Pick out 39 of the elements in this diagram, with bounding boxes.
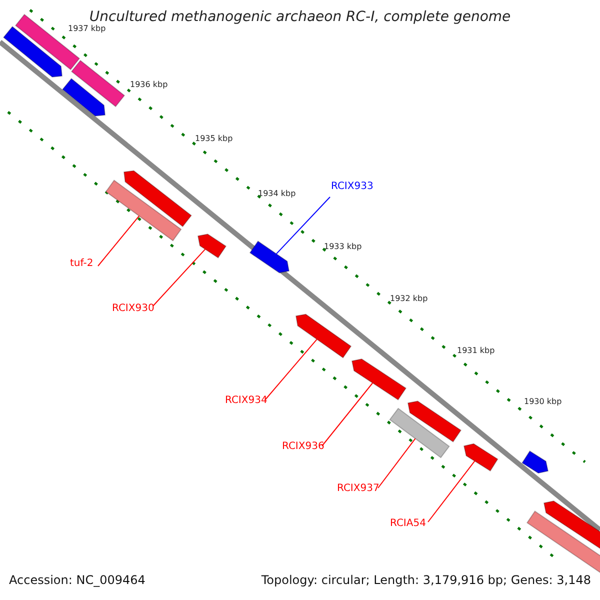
gene-segment bbox=[526, 510, 600, 574]
footer-text: Accession: NC_009464 bbox=[9, 574, 146, 588]
leader-line bbox=[378, 438, 416, 488]
scale-tick-label: 1935 kbp bbox=[195, 135, 233, 144]
gene-segment bbox=[463, 443, 498, 472]
scale-tick-label: 1933 kbp bbox=[324, 243, 362, 252]
scale-tick-label: 1931 kbp bbox=[457, 347, 495, 356]
leader-line bbox=[322, 382, 374, 446]
gene-segment bbox=[197, 234, 227, 258]
scale-tick-label: 1932 kbp bbox=[390, 295, 428, 304]
gene-segment bbox=[2, 26, 63, 78]
gene-name: RCIX936 bbox=[282, 441, 324, 452]
gene-name: RCIX933 bbox=[331, 181, 374, 192]
gene-segment bbox=[389, 408, 450, 458]
gene-segment bbox=[407, 400, 462, 442]
leader-line bbox=[264, 338, 318, 400]
gene-segment bbox=[295, 314, 352, 358]
gene-segment bbox=[105, 180, 182, 242]
leader-line bbox=[428, 460, 476, 522]
footer-text: Topology: circular; Length: 3,179,916 bp; Genes: 3,148 bbox=[261, 574, 591, 588]
gene-segment bbox=[543, 500, 600, 550]
scale-tick-label: 1930 kbp bbox=[524, 398, 562, 407]
gene-segment bbox=[522, 450, 549, 474]
diagram-title: Uncultured methanogenic archaeon RC-I, complete genome bbox=[88, 10, 512, 25]
gene-name: RCIA54 bbox=[390, 518, 426, 529]
gene-name: tuf-2 bbox=[70, 258, 94, 269]
gene-segment bbox=[70, 60, 126, 108]
gene-segment bbox=[123, 170, 192, 228]
gene-segment bbox=[62, 78, 106, 117]
gene-segment bbox=[351, 358, 407, 400]
gene-name: RCIX934 bbox=[225, 395, 268, 406]
gene-name: RCIX937 bbox=[337, 483, 380, 494]
scale-tick-label: 1937 kbp bbox=[68, 25, 106, 34]
gene-name: RCIX930 bbox=[112, 303, 154, 314]
leader-line bbox=[276, 196, 330, 254]
leader-line bbox=[152, 248, 206, 306]
leader-line bbox=[98, 215, 140, 266]
gene-segment bbox=[249, 240, 290, 274]
scale-tick-label: 1934 kbp bbox=[258, 190, 296, 199]
